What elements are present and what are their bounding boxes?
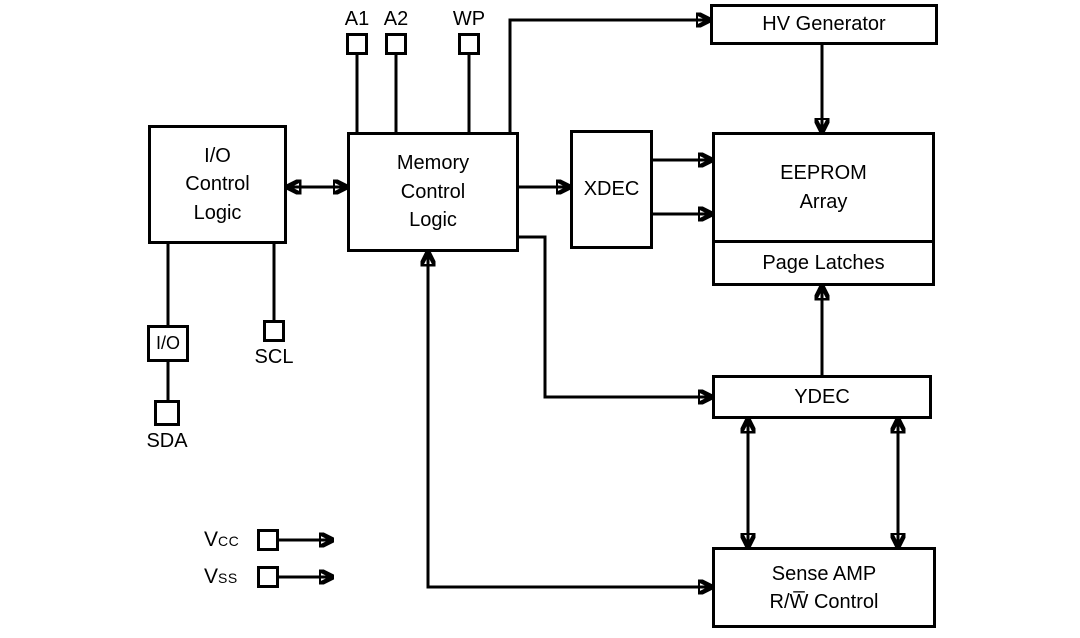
io-pin: I/O	[147, 325, 189, 362]
vss-label: VSS	[204, 565, 238, 589]
sense-amp-rw-control-block: Sense AMP R/W̅ Control	[712, 547, 936, 628]
vcc-label-prefix: V	[204, 528, 219, 551]
io-control-logic-block: I/O Control Logic	[148, 125, 287, 244]
scl-pin	[263, 320, 285, 342]
memory-control-logic-block: Memory Control Logic	[347, 132, 519, 252]
vss-label-subscript: SS	[218, 570, 238, 586]
a1-label: A1	[344, 8, 370, 30]
vss-label-prefix: V	[204, 565, 219, 588]
vss-pin	[257, 566, 279, 588]
page-latches-block: Page Latches	[712, 240, 935, 286]
vcc-pin	[257, 529, 279, 551]
ydec-block: YDEC	[712, 375, 932, 419]
conn-memory-to-ydec	[519, 235, 712, 397]
conn-memory-to-hv-generator	[508, 20, 710, 132]
scl-label: SCL	[254, 346, 294, 368]
conn-memory-sense	[428, 252, 712, 587]
vcc-label: VCC	[204, 528, 239, 552]
xdec-block: XDEC	[570, 130, 653, 249]
sda-pin	[154, 400, 180, 426]
a1-pin	[346, 33, 368, 55]
a2-label: A2	[383, 8, 409, 30]
wp-pin	[458, 33, 480, 55]
wp-label: WP	[452, 8, 486, 30]
eeprom-array-block: EEPROM Array	[712, 132, 935, 243]
a2-pin	[385, 33, 407, 55]
hv-generator-block: HV Generator	[710, 4, 938, 45]
sda-label: SDA	[146, 430, 188, 452]
vcc-label-subscript: CC	[218, 533, 240, 549]
